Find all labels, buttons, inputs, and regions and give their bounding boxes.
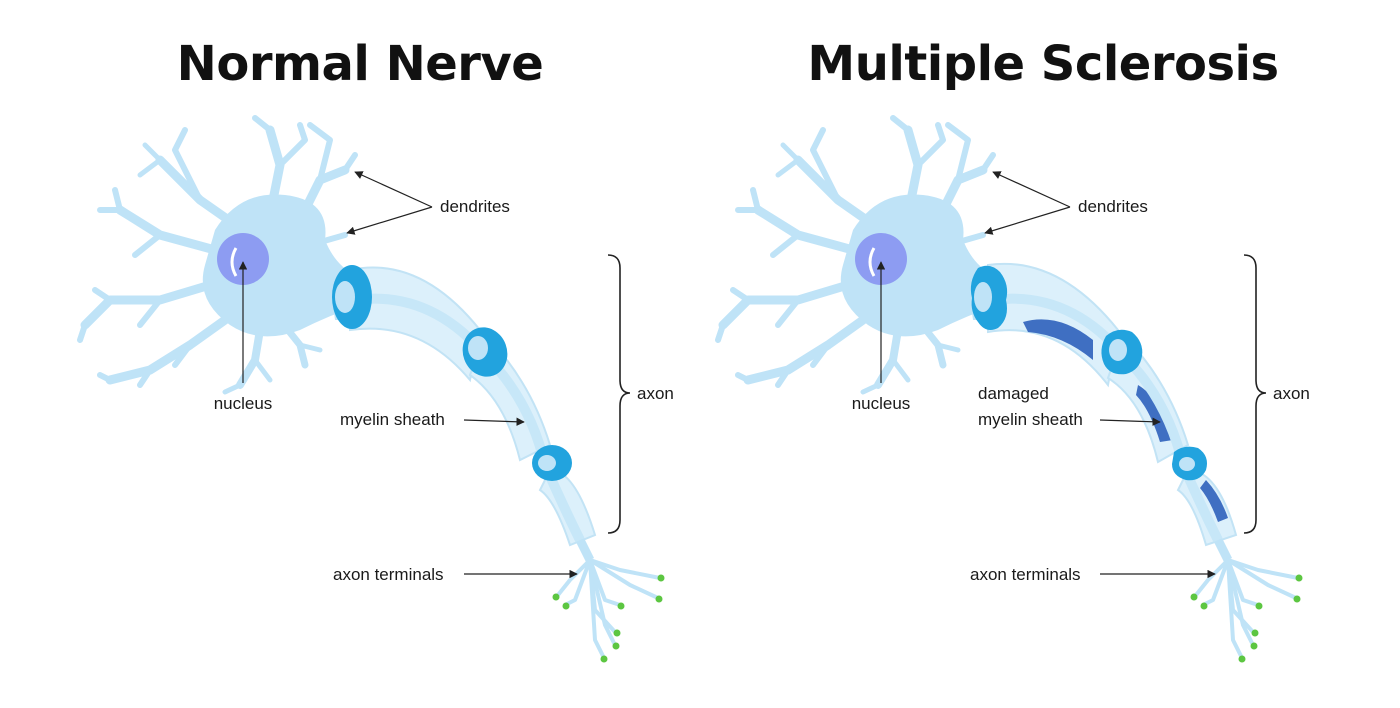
- ms-nucleus-label: nucleus: [852, 394, 911, 413]
- ms-terminal-tip: [1293, 595, 1301, 603]
- ms-dendrites-arrow-1: [992, 171, 1071, 208]
- ms-nucleus-highlight: [868, 247, 876, 277]
- normal-terminal-tip: [655, 595, 663, 603]
- normal-node-3-inner: [538, 455, 556, 471]
- normal-cell-body: [202, 194, 360, 337]
- normal-dendrites-label: dendrites: [440, 197, 510, 216]
- normal-axon-label: axon: [637, 384, 674, 403]
- ms-myelin-label-line2: myelin sheath: [978, 410, 1083, 429]
- ms-axon-core: [992, 293, 1223, 543]
- normal-axon-core: [354, 293, 585, 543]
- ms-nucleus: [855, 233, 907, 285]
- ms-node-3-inner: [1179, 457, 1195, 471]
- normal-terminal-tip: [600, 655, 608, 663]
- ms-terminal-tip: [1200, 602, 1208, 610]
- normal-axon-terminals: [552, 558, 665, 663]
- normal-node-1-inner: [335, 281, 355, 313]
- ms-myelin-damage-2: [1136, 385, 1173, 442]
- normal-dendrites-branches: [77, 115, 358, 395]
- ms-myelin-label-line1: damaged: [978, 384, 1049, 403]
- ms-myelin-damage-1: [1023, 319, 1093, 360]
- ms-terminal-tip: [1190, 593, 1198, 601]
- normal-axon-brace: [607, 254, 631, 534]
- normal-node-2-inner: [468, 336, 488, 360]
- ms-terminals-label: axon terminals: [970, 565, 1081, 584]
- normal-terminal-tip: [657, 574, 665, 582]
- normal-dendrites-arrow-2: [346, 206, 433, 235]
- normal-terminal-tip: [617, 602, 625, 610]
- normal-nerve-panel: Normal Nerve: [77, 36, 674, 663]
- ms-terminal-tip: [1295, 574, 1303, 582]
- ms-title: Multiple Sclerosis: [807, 36, 1278, 92]
- ms-panel: Multiple Sclerosis: [715, 36, 1310, 663]
- normal-terminal-tip: [552, 593, 560, 601]
- ms-axon-label: axon: [1273, 384, 1310, 403]
- normal-nucleus-label: nucleus: [214, 394, 273, 413]
- normal-axon-tail: [575, 537, 595, 563]
- normal-myelin-label: myelin sheath: [340, 410, 445, 429]
- ms-myelin-damage-3: [1200, 480, 1228, 522]
- normal-neuron: [77, 115, 665, 663]
- ms-cell-body: [840, 194, 998, 337]
- normal-terminal-tip: [562, 602, 570, 610]
- normal-nerve-title: Normal Nerve: [177, 36, 544, 92]
- ms-axon-terminals: [1190, 558, 1303, 663]
- normal-terminal-tip: [613, 629, 621, 637]
- ms-dendrites-arrow-2: [984, 206, 1071, 235]
- normal-terminals-label: axon terminals: [333, 565, 444, 584]
- ms-dendrites-label: dendrites: [1078, 197, 1148, 216]
- normal-nucleus: [217, 233, 269, 285]
- ms-node-1-inner: [974, 282, 992, 312]
- normal-nucleus-highlight: [230, 247, 238, 277]
- ms-node-2-inner: [1109, 339, 1127, 361]
- ms-myelin-arrow: [1099, 417, 1161, 426]
- ms-axon-tail: [1213, 537, 1233, 563]
- ms-terminal-tip: [1255, 602, 1263, 610]
- ms-neuron: [715, 115, 1303, 663]
- normal-dendrites-arrow-1: [354, 171, 433, 208]
- normal-myelin-arrow: [463, 417, 525, 426]
- ms-terminal-tip: [1238, 655, 1246, 663]
- ms-axon-brace: [1243, 254, 1267, 534]
- ms-terminal-tip: [1251, 629, 1259, 637]
- normal-terminal-tip: [612, 642, 620, 650]
- ms-terminal-tip: [1250, 642, 1258, 650]
